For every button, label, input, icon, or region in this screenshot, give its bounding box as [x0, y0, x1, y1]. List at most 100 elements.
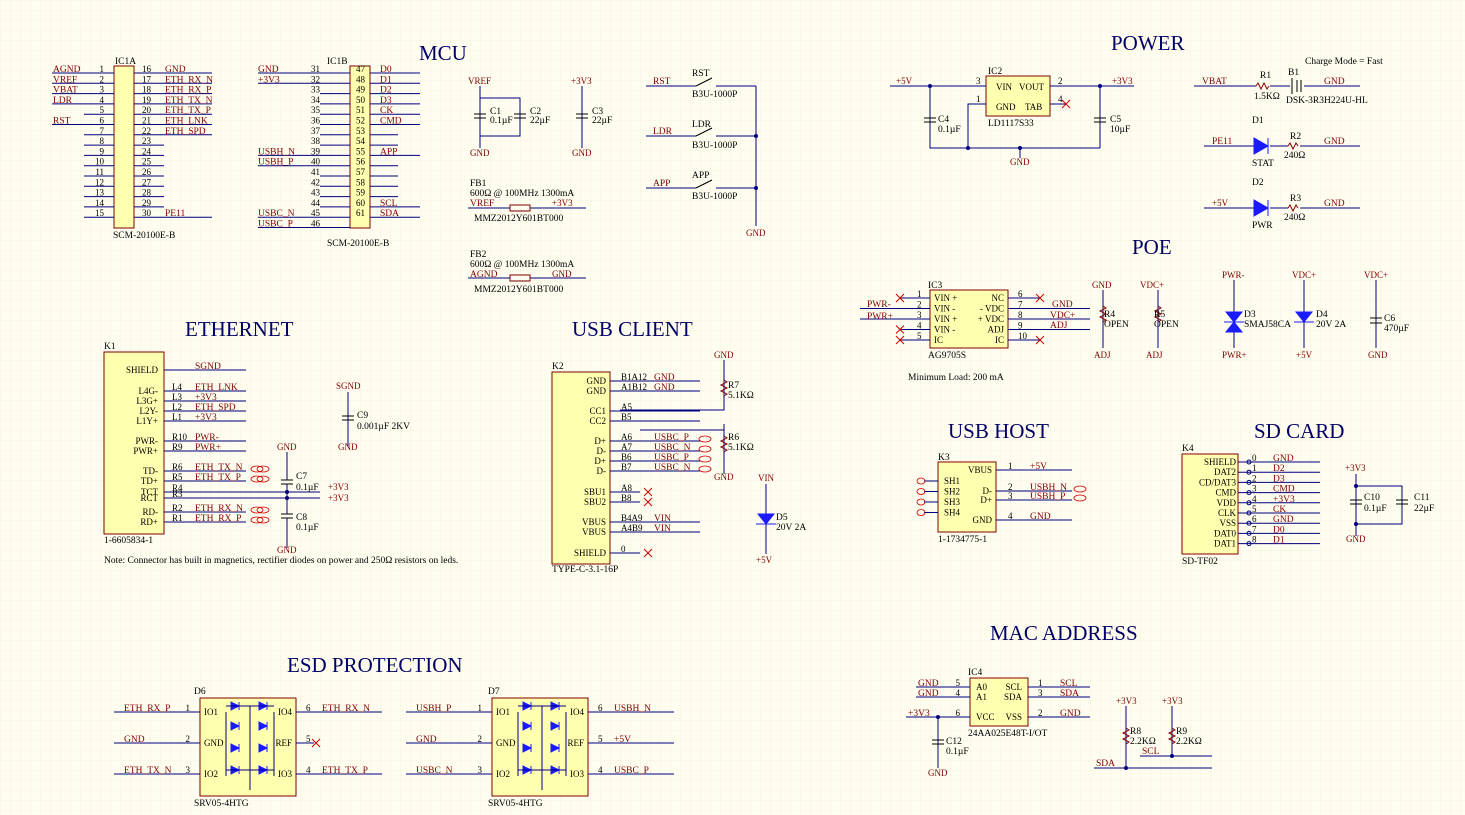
- vin-pin: VIN: [996, 82, 1012, 92]
- ic1a-left-pin-num: 6: [100, 116, 105, 126]
- ic1a-left-pin-num: 14: [95, 198, 105, 208]
- usbh-left-pin: SH2: [944, 487, 960, 497]
- d1-name: STAT: [1252, 159, 1274, 169]
- eth-gnd-bottom: GND: [277, 545, 297, 555]
- led2-supply: +5V: [1212, 198, 1229, 208]
- c2-ref: C2: [530, 107, 541, 117]
- sd-pin-num: 8: [1252, 535, 1257, 545]
- r5-ref: R5: [1154, 310, 1165, 320]
- tvs-diode: [550, 743, 561, 753]
- esd-left-pin: GND: [496, 738, 516, 748]
- usbc-net: GND: [654, 383, 675, 393]
- sd-net: CK: [1273, 505, 1286, 515]
- ldr-switch-part: B3U-1000P: [692, 141, 737, 151]
- usbc-pin-num: 0: [621, 544, 626, 554]
- p3v3-port: +3V3: [1112, 76, 1133, 86]
- esd-right-pin: IO3: [570, 769, 584, 779]
- fb1-left-net: VREF: [470, 199, 494, 209]
- ic1a-right-pin-num: 26: [142, 167, 152, 177]
- sd-net: CMD: [1273, 485, 1295, 495]
- ic1b-left-pin-num: 33: [311, 85, 321, 95]
- c12-ref: C12: [946, 737, 962, 747]
- tvs-diode: [550, 721, 561, 731]
- wire: [517, 705, 567, 790]
- ic1a-right-pin-num: 25: [142, 157, 152, 167]
- ic1a-right-net: ETH_TX_N: [165, 96, 213, 106]
- poe-right-num: 6: [1018, 289, 1023, 299]
- c7-value: 0.1µF: [296, 483, 319, 493]
- no-connect-mark: [643, 497, 653, 507]
- r8-ref: R8: [1130, 727, 1141, 737]
- ic1a-left-pin-num: 12: [95, 177, 104, 187]
- ic1b-right-net: D3: [380, 96, 392, 106]
- poe-adj-net: ADJ: [1050, 321, 1068, 331]
- wire: [225, 705, 275, 790]
- r3-value: 240Ω: [1284, 213, 1305, 223]
- r9-value: 2.2KΩ: [1176, 737, 1202, 747]
- tvs-diode: [522, 743, 533, 753]
- esd-left-net: GND: [124, 735, 145, 745]
- ic1a-right-pin-num: 23: [142, 136, 152, 146]
- ic1b-right-net: APP: [380, 147, 397, 157]
- no-connect-mark: [311, 738, 321, 748]
- fb2-left-net: AGND: [470, 270, 498, 280]
- poe-left-pin: VIN +: [934, 314, 957, 324]
- ic1b-right-pin-num: 57: [356, 167, 366, 177]
- diff-pair-mark: [256, 465, 270, 473]
- ic1b-left-net: GND: [258, 65, 279, 75]
- usbc-pin-num: A5: [621, 402, 632, 412]
- ic1b-left-pin-num: 36: [311, 116, 321, 126]
- ic1b-left-pin-num: 46: [311, 219, 321, 229]
- usbc-pin: GND: [587, 386, 607, 396]
- ic1b-left-pin-num: 37: [311, 126, 321, 136]
- eth-pin: TD-: [143, 466, 158, 476]
- r4-top: GND: [1092, 280, 1112, 290]
- r2-value: 240Ω: [1284, 151, 1305, 161]
- title-usb-host: USB HOST: [948, 419, 1049, 443]
- d5-value: 20V 2A: [776, 523, 806, 533]
- c9-ref: C9: [357, 411, 368, 421]
- ic1a-left-pin-num: 11: [95, 167, 104, 177]
- pin-marker: [1246, 520, 1252, 526]
- usbc-pin: VBUS: [582, 517, 606, 527]
- eth-pin: L2Y-: [140, 406, 159, 416]
- poe-right-pin: IC: [995, 335, 1004, 345]
- mac-left-pin: VCC: [976, 712, 995, 722]
- eth-net: PWR+: [195, 443, 221, 453]
- ic1b-left-net: USBH_N: [258, 147, 295, 157]
- esd-left-num: 3: [186, 765, 191, 775]
- fb2-spec: 600Ω @ 100MHz 1300mA: [470, 260, 574, 270]
- ic1a-right-pin-num: 18: [142, 85, 152, 95]
- d7-ref: D7: [488, 687, 500, 697]
- diff-pair-mark: [250, 475, 264, 483]
- k4-ref: K4: [1182, 444, 1194, 454]
- esd-left-pin: IO1: [496, 707, 510, 717]
- ic1b-left-pin-num: 35: [311, 105, 321, 115]
- esd-right-pin: IO4: [278, 707, 292, 717]
- c4-ref: C4: [938, 115, 949, 125]
- diff-pair-mark: [256, 506, 270, 514]
- pe11-net: PE11: [1212, 137, 1232, 147]
- usbc-net: GND: [654, 373, 675, 383]
- ic4-ref: IC4: [968, 668, 983, 678]
- usbh-pin-num: 1: [1008, 461, 1013, 471]
- c6-ref: C6: [1384, 314, 1395, 324]
- usbc-pin: CC1: [589, 406, 606, 416]
- pwr-plus-net: PWR+: [867, 312, 893, 322]
- ic1b-ref: IC1B: [327, 57, 348, 67]
- eth-pin-num: R1: [172, 513, 183, 523]
- mac-left-pin: A1: [976, 692, 987, 702]
- poe-left-pin: VIN -: [934, 325, 955, 335]
- eth-pin-num: L3: [172, 392, 182, 402]
- eth-pin: TCT: [141, 487, 159, 497]
- eth-pin: L1Y+: [136, 416, 158, 426]
- c6-top: VDC+: [1364, 270, 1388, 280]
- sd-pin-num: 3: [1252, 484, 1257, 494]
- d5-ref: D5: [776, 513, 788, 523]
- no-connect-mark: [1035, 293, 1045, 303]
- c3-ref: C3: [592, 107, 603, 117]
- shield-mark: [916, 477, 926, 485]
- sd-pin-num: 0: [1252, 453, 1257, 463]
- esd-left-pin: IO1: [204, 707, 218, 717]
